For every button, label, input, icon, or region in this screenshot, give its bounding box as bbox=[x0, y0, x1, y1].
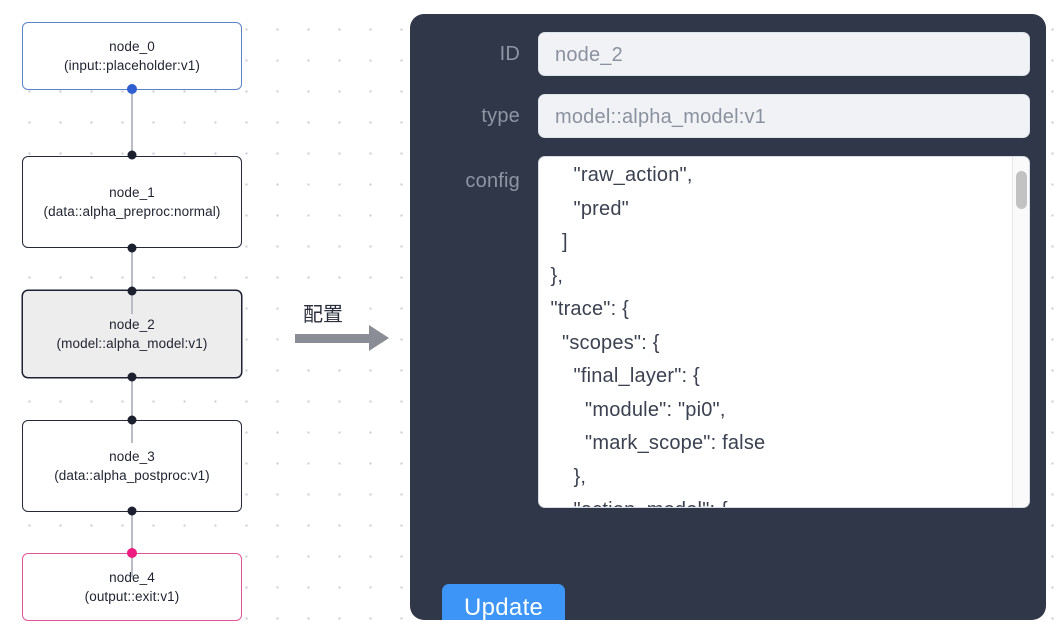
config-scrollbar[interactable] bbox=[1012, 157, 1029, 507]
type-label: type bbox=[481, 104, 520, 127]
node-handle-source-node_1[interactable] bbox=[127, 243, 137, 253]
graph-node-node_1[interactable]: node_1(data::alpha_preproc:normal) bbox=[22, 156, 242, 248]
node-handle-source-node_2[interactable] bbox=[127, 372, 137, 382]
node-handle-target-node_3[interactable] bbox=[127, 415, 137, 425]
resize-handle-icon[interactable] bbox=[1012, 490, 1028, 506]
graph-node-label: node_1(data::alpha_preproc:normal) bbox=[43, 185, 221, 219]
arrow-head-icon bbox=[369, 325, 389, 351]
node-handle-target-node_4[interactable] bbox=[127, 548, 137, 558]
graph-node-node_0[interactable]: node_0(input::placeholder:v1) bbox=[22, 22, 242, 90]
id-input[interactable]: node_2 bbox=[538, 32, 1030, 76]
graph-node-label: node_3(data::alpha_postproc:v1) bbox=[54, 449, 210, 483]
node-handle-target-node_1[interactable] bbox=[127, 150, 137, 160]
node-handle-source-node_0[interactable] bbox=[127, 84, 137, 94]
edge-node2-node3 bbox=[131, 377, 133, 443]
configure-arrow-annotation: 配置 bbox=[295, 298, 405, 358]
graph-node-label: node_2(model::alpha_model:v1) bbox=[56, 317, 208, 351]
graph-node-label: node_4(output::exit:v1) bbox=[84, 570, 180, 604]
edge-node0-node1 bbox=[131, 89, 133, 155]
arrow-right-icon bbox=[295, 334, 371, 343]
config-textarea[interactable]: "raw_action", "pred" ] }, "trace": { "sc… bbox=[538, 156, 1030, 508]
arrow-label: 配置 bbox=[303, 302, 343, 326]
node-config-panel: ID node_2 type model::alpha_model:v1 con… bbox=[410, 14, 1046, 620]
type-field-row: type model::alpha_model:v1 bbox=[426, 94, 1030, 138]
type-input[interactable]: model::alpha_model:v1 bbox=[538, 94, 1030, 138]
config-field-row: config "raw_action", "pred" ] }, "trace"… bbox=[426, 156, 1030, 508]
edge-node3-node4 bbox=[131, 511, 133, 577]
node-handle-target-node_2[interactable] bbox=[127, 286, 137, 296]
edge-node1-node2 bbox=[131, 248, 133, 314]
graph-node-label: node_0(input::placeholder:v1) bbox=[64, 39, 200, 73]
graph-node-node_4[interactable]: node_4(output::exit:v1) bbox=[22, 553, 242, 621]
config-label: config bbox=[465, 170, 520, 192]
id-field-row: ID node_2 bbox=[426, 32, 1030, 76]
update-button[interactable]: Update bbox=[442, 584, 566, 620]
config-textarea-content[interactable]: "raw_action", "pred" ] }, "trace": { "sc… bbox=[550, 164, 766, 507]
node-handle-source-node_3[interactable] bbox=[127, 506, 137, 516]
id-label: ID bbox=[499, 42, 520, 65]
config-scrollbar-thumb[interactable] bbox=[1016, 171, 1027, 209]
